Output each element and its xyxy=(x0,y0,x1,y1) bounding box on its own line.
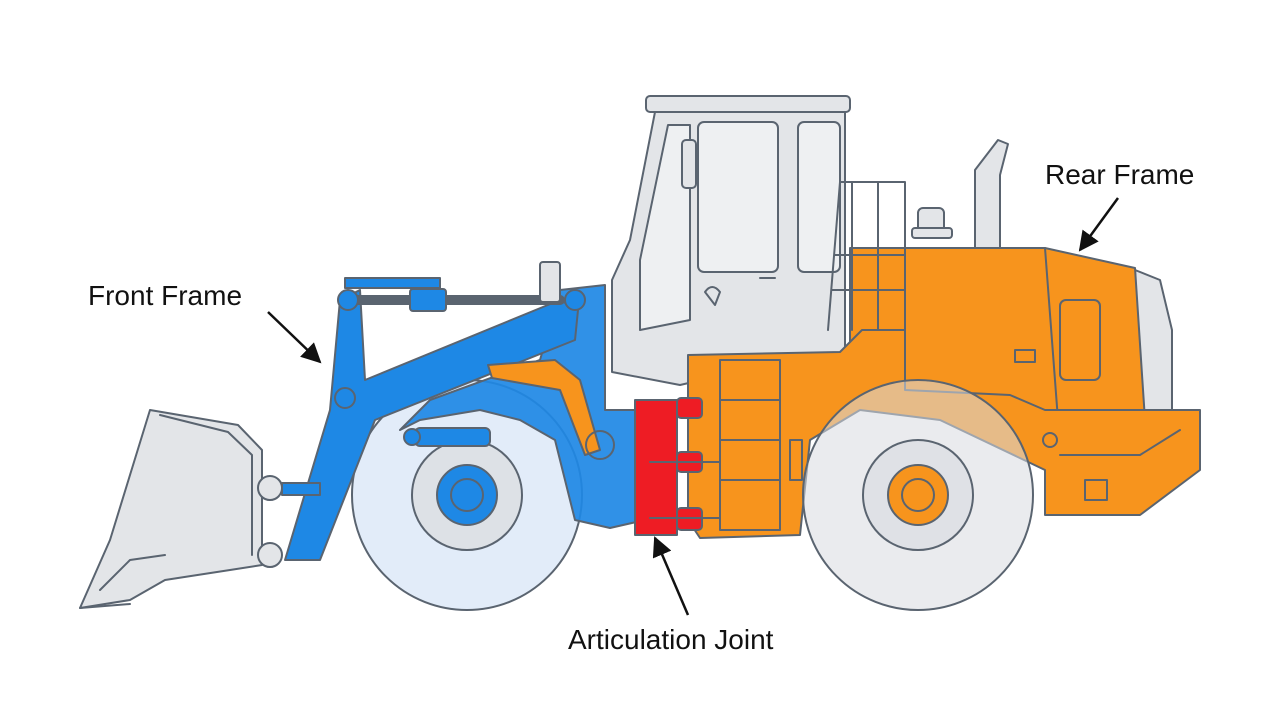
loader-bucket xyxy=(79,409,321,609)
front-chassis xyxy=(399,284,646,529)
top-bar xyxy=(344,277,441,289)
rear-frame-arrow xyxy=(1078,197,1120,252)
cab-handrail xyxy=(827,181,906,331)
side-door xyxy=(1059,299,1101,381)
cab-mirror xyxy=(681,139,697,189)
articulation-joint-arrow xyxy=(652,536,690,616)
front-frame-arrow xyxy=(267,311,322,364)
door-handle xyxy=(704,286,721,306)
exhaust-stack xyxy=(911,139,1009,249)
tilt-cylinder xyxy=(414,427,491,447)
operator-cab xyxy=(611,95,851,386)
cab-door-window xyxy=(697,121,779,273)
front-frame-body xyxy=(284,261,646,561)
linkage-bar xyxy=(487,359,601,456)
joint-bracket-upper xyxy=(676,397,703,419)
rear-frame-body xyxy=(687,247,1201,539)
cab-roof xyxy=(645,95,851,113)
cab-rear-window xyxy=(797,121,841,273)
articulation-joint-label: Articulation Joint xyxy=(568,624,774,655)
articulation-joint xyxy=(634,397,721,536)
rear-frame-label: Rear Frame xyxy=(1045,159,1195,190)
rear-wheel xyxy=(802,379,1034,611)
cab-front-window xyxy=(639,124,691,331)
front-frame-label: Front Frame xyxy=(88,280,243,311)
joint-block-main xyxy=(634,399,678,536)
rear-ladder xyxy=(719,359,781,531)
